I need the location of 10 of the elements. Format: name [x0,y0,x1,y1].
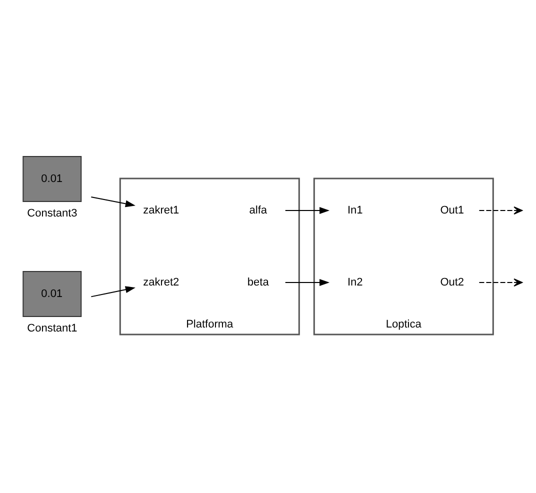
node-text: beta [247,276,269,288]
node-label: Constant3 [27,206,78,219]
node-text: In1 [347,204,363,216]
node-text: alfa [249,204,268,216]
node-text: In2 [347,276,363,288]
node-text: zakret1 [143,204,180,216]
node-text: Out2 [440,276,464,288]
node-text: zakret2 [143,276,180,288]
node-text: Out1 [440,204,464,216]
node-label: Constant1 [27,322,78,334]
